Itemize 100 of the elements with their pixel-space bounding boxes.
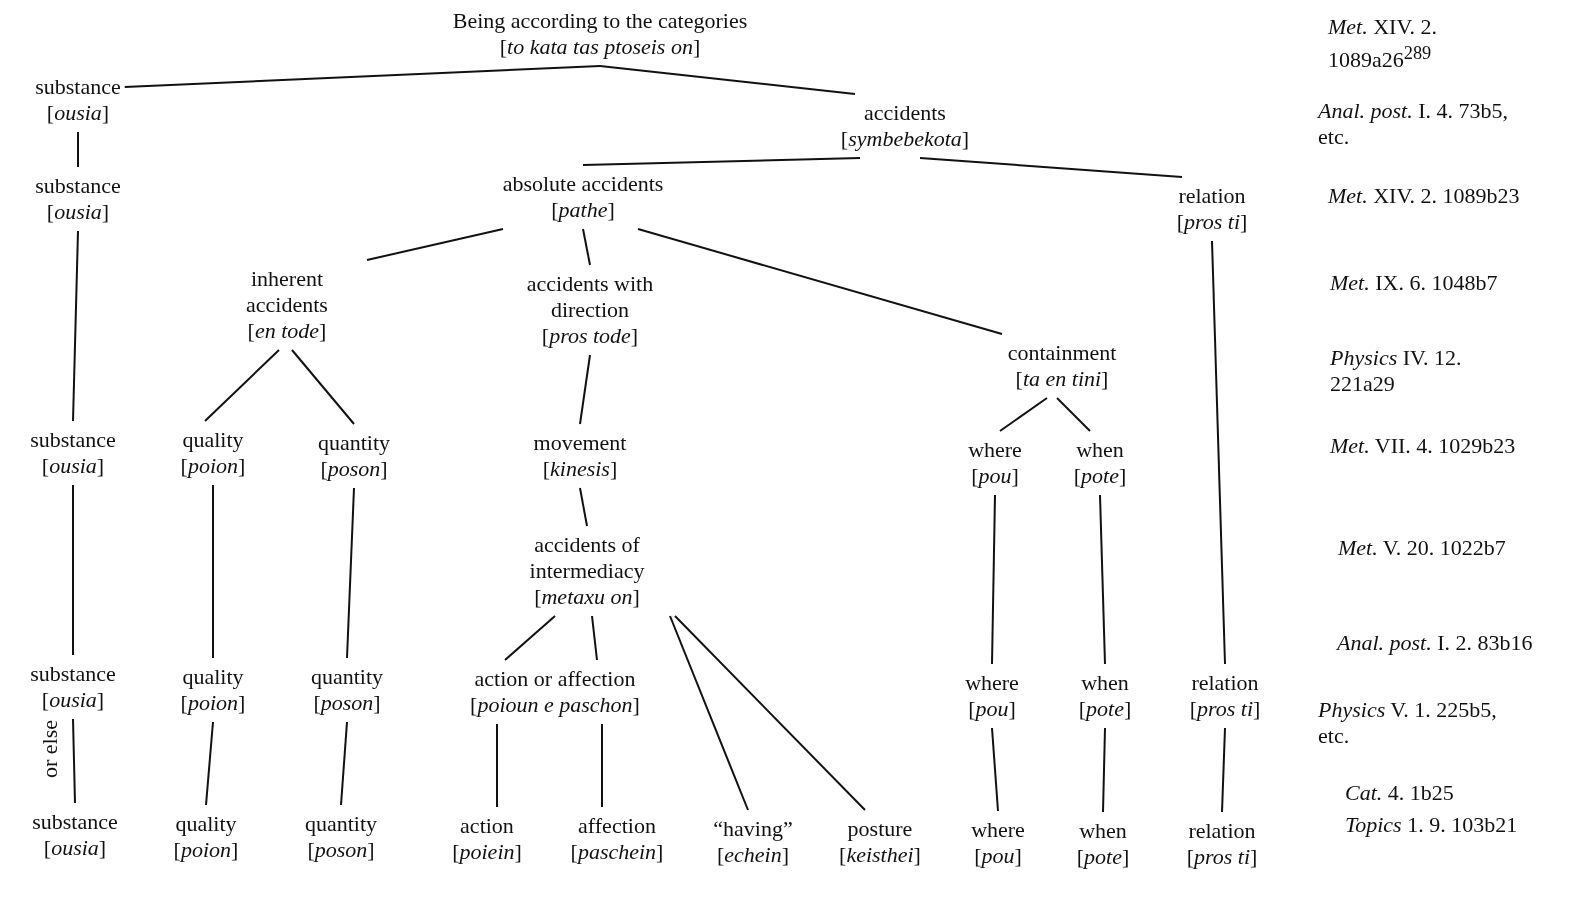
greek-term: [pote]: [1073, 463, 1127, 489]
greek-term: [echein]: [715, 842, 791, 868]
greek-term: [pote]: [1076, 844, 1130, 870]
connector-line: [669, 615, 749, 811]
greek-term: [ousia]: [45, 100, 111, 126]
source-reference: Topics 1. 9. 103b21: [1345, 812, 1519, 838]
greek-term: [ousia]: [40, 687, 106, 713]
connector-line: [601, 723, 603, 808]
category-name: “having”: [713, 816, 793, 842]
category-name: where: [968, 437, 1022, 463]
category-name: quality: [181, 664, 245, 690]
greek-term: [pou]: [970, 463, 1020, 489]
greek-term: [to kata tas ptoseis on]: [498, 34, 702, 60]
category-name: Being according to the categories: [452, 8, 748, 34]
connector-line: [591, 615, 598, 661]
greek-term: [pathe]: [550, 197, 616, 223]
greek-term: [metaxu on]: [533, 584, 641, 610]
greek-term: [poson]: [306, 837, 376, 863]
connector-line: [123, 65, 601, 88]
connector-line: [637, 228, 1003, 335]
category-name: movement: [533, 430, 627, 456]
category-name: action or affection: [473, 666, 637, 692]
source-reference: Anal. post. I. 2. 83b16: [1337, 630, 1534, 656]
source-reference: Met. XIV. 2. 1089a26$^{289}$: [1328, 14, 1438, 74]
connector-line: [674, 615, 866, 811]
connector-line: [582, 157, 861, 166]
category-name: substance: [35, 74, 121, 100]
greek-term: [poion]: [180, 453, 246, 479]
source-reference: Anal. post. I. 4. 73b5, etc.: [1318, 98, 1510, 150]
category-name: posture: [846, 816, 914, 842]
connector-line: [919, 157, 1183, 178]
connector-line: [504, 615, 556, 661]
category-name: quantity: [310, 664, 384, 690]
source-reference: Met. VII. 4. 1029b23: [1330, 433, 1517, 459]
greek-term: [poion]: [180, 690, 246, 716]
connector-line: [999, 397, 1048, 432]
category-name: substance: [30, 427, 116, 453]
connector-line: [212, 484, 214, 659]
connector-line: [991, 494, 996, 665]
category-name: relation: [1187, 818, 1257, 844]
greek-term: [poioun e paschon]: [470, 692, 640, 718]
category-name: absolute accidents: [502, 171, 664, 197]
category-name: substance: [32, 809, 118, 835]
greek-term: [poson]: [319, 456, 389, 482]
greek-term: [pros ti]: [1189, 696, 1261, 722]
category-name: when: [1075, 437, 1125, 463]
connector-line: [1099, 494, 1106, 665]
greek-term: [ousia]: [45, 199, 111, 225]
greek-term: [keisthei]: [839, 842, 921, 868]
source-reference: Met. V. 20. 1022b7: [1338, 535, 1507, 561]
category-name: affection: [577, 813, 657, 839]
category-name: where: [965, 670, 1019, 696]
greek-term: [pros ti]: [1186, 844, 1258, 870]
greek-term: [kinesis]: [541, 456, 619, 482]
greek-term: [pros ti]: [1176, 209, 1248, 235]
category-name: when: [1078, 818, 1128, 844]
greek-term: [pou]: [973, 843, 1023, 869]
connector-line: [346, 487, 355, 659]
connector-line: [1102, 727, 1106, 813]
connector-line: [204, 349, 280, 422]
connector-line: [991, 727, 999, 812]
connector-line: [1056, 397, 1091, 432]
category-name: quality: [181, 427, 245, 453]
category-name: containment: [1007, 340, 1117, 366]
greek-term: [ousia]: [42, 835, 108, 861]
greek-term: [ta en tini]: [1014, 366, 1110, 392]
connector-line: [77, 131, 79, 168]
category-name: quantity: [317, 430, 391, 456]
category-name: when: [1080, 670, 1130, 696]
greek-term: [en tode]: [246, 318, 328, 344]
category-name: quality: [174, 811, 238, 837]
connector-line: [496, 723, 498, 808]
greek-term: [ousia]: [40, 453, 106, 479]
connector-line: [579, 354, 591, 425]
connector-line: [205, 721, 214, 806]
greek-term: [paschein]: [570, 839, 664, 865]
greek-term: [poiein]: [452, 839, 522, 865]
greek-term: [symbebekota]: [840, 126, 970, 152]
connector-line: [1221, 727, 1226, 813]
source-reference: Met. XIV. 2. 1089b23: [1328, 183, 1521, 209]
connector-line: [579, 487, 588, 527]
category-name: substance: [35, 173, 121, 199]
connector-line: [291, 349, 355, 425]
greek-term: [pros tode]: [540, 323, 640, 349]
category-name: accidents: [863, 100, 947, 126]
category-name: quantity: [304, 811, 378, 837]
greek-term: [poion]: [173, 837, 239, 863]
category-name: where: [971, 817, 1025, 843]
source-reference: Physics IV. 12. 221a29: [1330, 345, 1463, 397]
connector-line: [582, 228, 591, 266]
connector-line: [72, 718, 76, 804]
greek-term: [pote]: [1078, 696, 1132, 722]
category-name: relation: [1190, 670, 1260, 696]
source-reference: Met. IX. 6. 1048b7: [1330, 270, 1499, 296]
category-name: substance: [30, 661, 116, 687]
source-reference: Cat. 4. 1b25: [1345, 780, 1455, 806]
connector-line: [366, 228, 504, 261]
connector-line: [599, 65, 856, 95]
connector-line: [72, 484, 74, 656]
greek-term: [pou]: [967, 696, 1017, 722]
